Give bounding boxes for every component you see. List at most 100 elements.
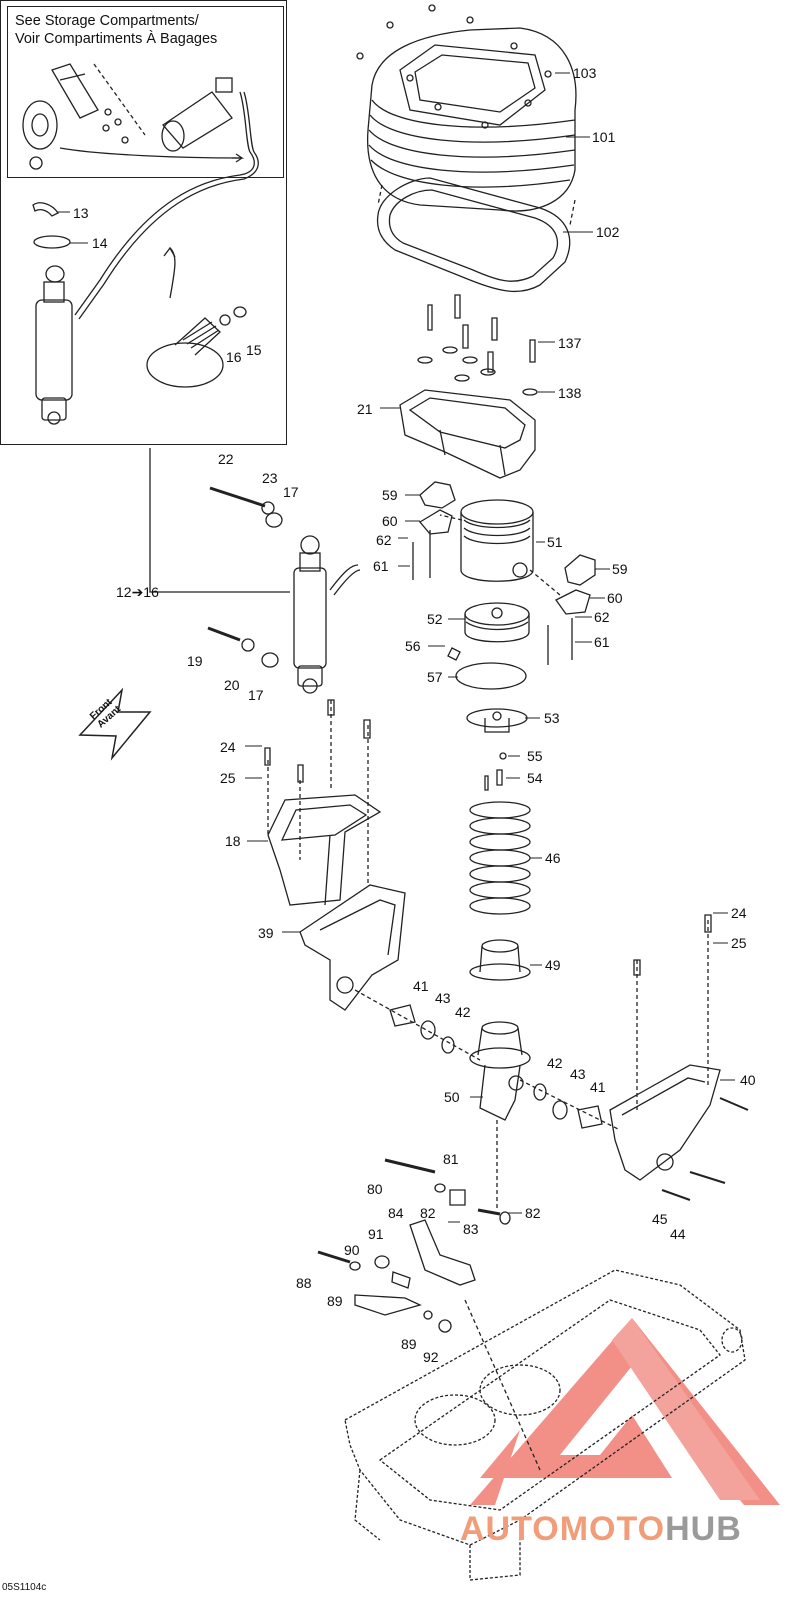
callout-51: 51: [547, 534, 563, 550]
callout-25-right: 25: [731, 935, 747, 951]
housing-21-icon: [399, 389, 536, 479]
callout-range-12-16: 12➔16: [116, 584, 159, 600]
bolts-137-icon: [417, 294, 538, 396]
callout-53: 53: [544, 710, 560, 726]
callout-17-upper: 17: [283, 484, 299, 500]
mount-50-icon: [469, 1021, 531, 1121]
callout-13: 13: [73, 205, 89, 221]
callout-18: 18: [225, 833, 241, 849]
spring-46-icon: [469, 801, 531, 915]
callout-15: 15: [246, 342, 262, 358]
storage-compartment-inset-frame: [7, 6, 284, 178]
clip-13-icon: [32, 202, 59, 217]
callout-45: 45: [652, 1211, 668, 1227]
callout-62-right: 62: [594, 609, 610, 625]
callout-14: 14: [92, 235, 108, 251]
inset-parts-icon: [22, 63, 259, 320]
air-box-cover-icon: [356, 4, 577, 212]
callout-60-right: 60: [607, 590, 623, 606]
callout-82-right: 82: [525, 1205, 541, 1221]
callout-59-left: 59: [382, 487, 398, 503]
shock-absorber-inset-icon: [35, 265, 73, 425]
watermark-text: AUTOMOTOHUB: [460, 1510, 742, 1549]
callout-46: 46: [545, 850, 561, 866]
callout-25-left: 25: [220, 770, 236, 786]
callout-62-left: 62: [376, 532, 392, 548]
callout-90: 90: [344, 1242, 360, 1258]
callout-83: 83: [463, 1221, 479, 1237]
watermark-part3: HUB: [665, 1510, 742, 1548]
watermark-logo-icon: [470, 1318, 780, 1505]
callout-61-left: 61: [373, 558, 389, 574]
callout-103: 103: [573, 65, 597, 81]
gasket-102-icon: [376, 177, 571, 293]
screws-54-icon: [484, 769, 503, 791]
plate-53-icon: [466, 708, 528, 733]
support-39-icon: [299, 884, 406, 1011]
clamp-14-icon: [33, 235, 71, 249]
callout-54: 54: [527, 770, 543, 786]
callout-88: 88: [296, 1275, 312, 1291]
callout-49: 49: [545, 957, 561, 973]
callout-59-right: 59: [612, 561, 628, 577]
callout-39: 39: [258, 925, 274, 941]
callout-21: 21: [357, 401, 373, 417]
callout-43-left: 43: [435, 990, 451, 1006]
callout-56: 56: [405, 638, 421, 654]
shock-absorber-icon: [207, 486, 361, 694]
bushing-41-icon: [389, 1004, 416, 1027]
callout-41-right: 41: [590, 1079, 606, 1095]
callout-92: 92: [423, 1349, 439, 1365]
callout-60-left: 60: [382, 513, 398, 529]
callout-89-upper: 89: [327, 1293, 343, 1309]
bracket-18-icon: [267, 794, 382, 906]
linkage-icon: [317, 1158, 511, 1333]
callout-55: 55: [527, 748, 543, 764]
piston-52-icon: [447, 602, 530, 661]
bellows-boot-icon: [146, 246, 247, 388]
callout-50: 50: [444, 1089, 460, 1105]
front-arrow-icon: [78, 687, 152, 761]
callout-101: 101: [592, 129, 616, 145]
callout-42-right: 42: [547, 1055, 563, 1071]
callout-61-right: 61: [594, 634, 610, 650]
callout-24-right: 24: [731, 905, 747, 921]
callout-16: 16: [226, 349, 242, 365]
washer-55-icon: [499, 752, 507, 760]
callout-23: 23: [262, 470, 278, 486]
callout-57: 57: [427, 669, 443, 685]
inset-title-line1: See Storage Compartments/: [15, 13, 199, 29]
callout-91: 91: [368, 1226, 384, 1242]
callout-20: 20: [224, 677, 240, 693]
watermark-part1: AUTO: [460, 1510, 560, 1548]
bracket-40-icon: [609, 1064, 721, 1181]
callout-81: 81: [443, 1151, 459, 1167]
callout-43-right: 43: [570, 1066, 586, 1082]
callout-41-left: 41: [413, 978, 429, 994]
clamp-59-60-icon: [412, 481, 596, 665]
callout-42-left: 42: [455, 1004, 471, 1020]
callout-89-lower: 89: [401, 1336, 417, 1352]
callout-102: 102: [596, 224, 620, 240]
diagram-code: 05S1104c: [2, 1582, 47, 1593]
callout-80: 80: [367, 1181, 383, 1197]
callout-24-left: 24: [220, 739, 236, 755]
callout-22: 22: [218, 451, 234, 467]
callout-137: 137: [558, 335, 582, 351]
callout-84: 84: [388, 1205, 404, 1221]
callout-82-left: 82: [420, 1205, 436, 1221]
leader-12-16: [149, 448, 290, 593]
boot-49-icon: [469, 939, 531, 981]
callout-44: 44: [670, 1226, 686, 1242]
callout-52: 52: [427, 611, 443, 627]
chassis-frame-icon: [344, 1269, 746, 1581]
seal-43-icon: [420, 1020, 436, 1040]
callout-17-lower: 17: [248, 687, 264, 703]
callout-19: 19: [187, 653, 203, 669]
reservoir-51-icon: [460, 499, 534, 582]
callout-138: 138: [558, 385, 582, 401]
watermark-part2: MOTO: [559, 1510, 666, 1548]
shock-inset-frame: [0, 0, 287, 445]
